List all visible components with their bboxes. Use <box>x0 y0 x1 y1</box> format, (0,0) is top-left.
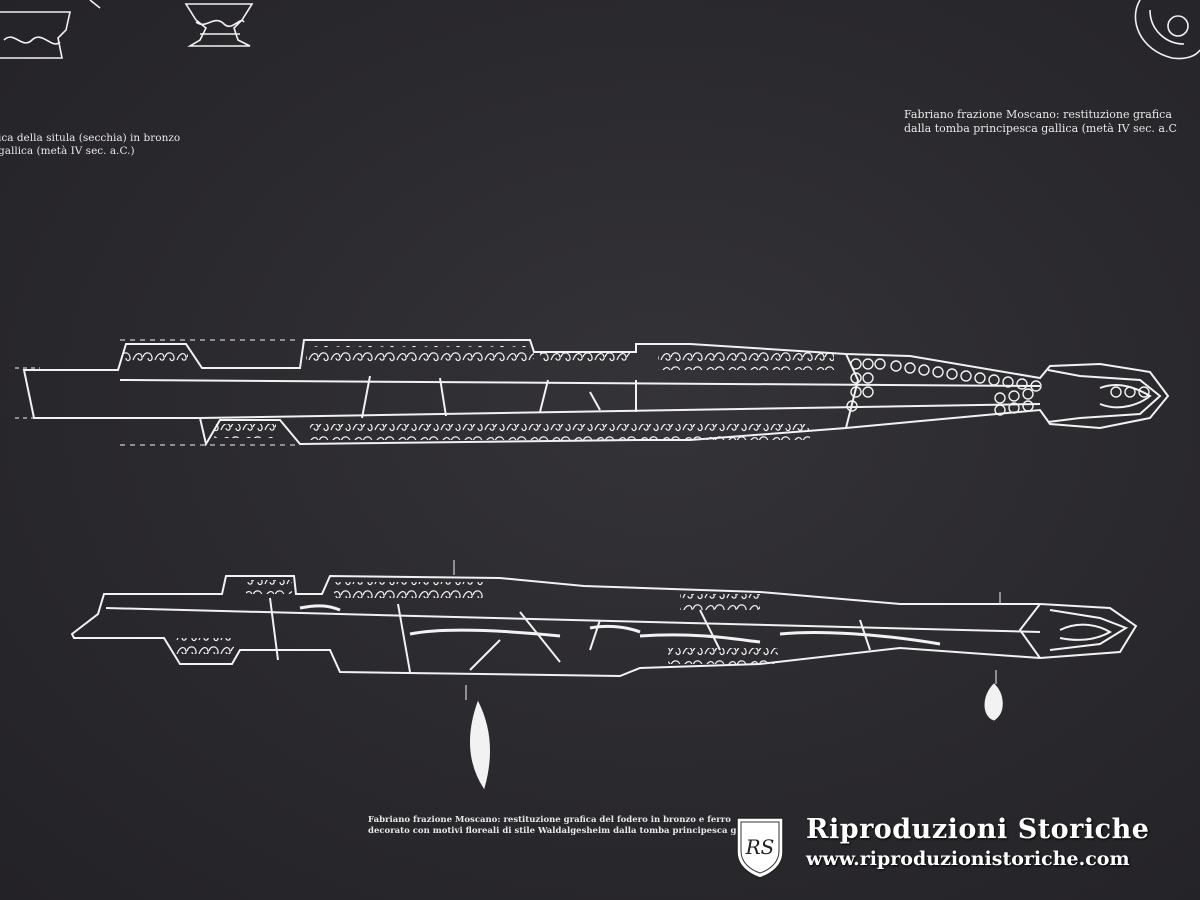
caption-situla-line2: gallica (metà IV sec. a.C.) <box>0 145 135 158</box>
brand-url: www.riproduzionistoriche.com <box>806 848 1130 870</box>
section-profiles <box>470 683 1003 790</box>
shield-logo-icon: RS <box>736 817 784 879</box>
brand-name: Riproduzioni Storiche <box>806 814 1150 845</box>
scabbard-drawing-lower <box>70 560 1138 700</box>
watermark: RS Riproduzioni Storiche www.riproduzion… <box>730 810 1200 890</box>
caption-scabbard-line1: Fabriano frazione Moscano: restituzione … <box>368 815 731 825</box>
logo-letters: RS <box>745 835 775 859</box>
caption-top-right-line1: Fabriano frazione Moscano: restituzione … <box>904 108 1172 121</box>
scroll-decoration-upper <box>124 346 834 440</box>
caption-top-right-line2: dalla tomba principesca gallica (metà IV… <box>904 121 1177 135</box>
caption-situla: ica della situla (secchia) in bronzo gal… <box>0 132 180 158</box>
caption-scabbard: Fabriano frazione Moscano: restituzione … <box>368 815 742 836</box>
scabbard-drawing-upper <box>15 339 1170 447</box>
ring-decoration <box>846 358 1150 416</box>
vessel-drawing-right <box>1134 0 1200 60</box>
scroll-decoration-lower <box>176 580 778 664</box>
caption-scabbard-line2: decorato con motivi floreali di stile Wa… <box>368 825 742 836</box>
caption-top-right: Fabriano frazione Moscano: restituzione … <box>904 108 1177 136</box>
situla-drawing-left <box>0 0 254 59</box>
caption-situla-line1: ica della situla (secchia) in bronzo <box>0 132 181 144</box>
